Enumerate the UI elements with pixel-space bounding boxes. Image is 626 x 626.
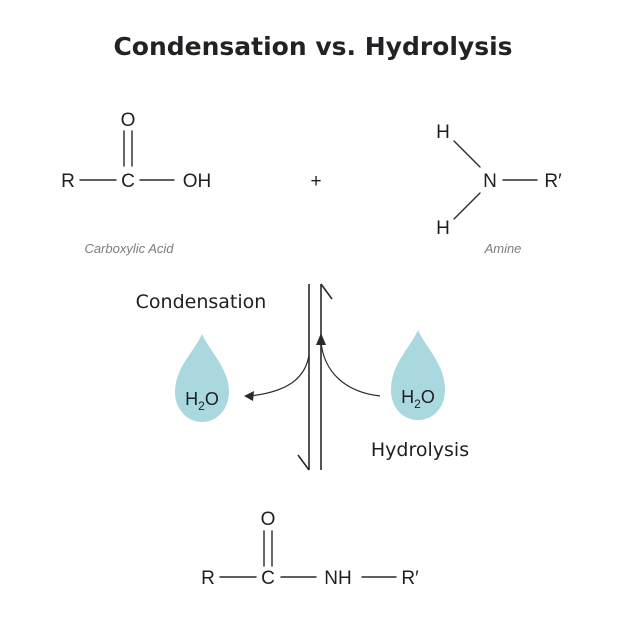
- water-drop-right-shape: [391, 330, 445, 420]
- hydrolysis-label: Hydrolysis: [371, 439, 469, 461]
- amide-c-atom: C: [261, 568, 275, 589]
- carboxylic-acid-structure: R C OH O Carboxylic Acid: [61, 110, 211, 256]
- water-uptake-arrow: [316, 333, 381, 397]
- amide-o-atom: O: [261, 509, 276, 530]
- acid-o-atom: O: [121, 110, 136, 131]
- water-drop-left-shape: [175, 334, 229, 422]
- amine-r-prime-atom: R′: [544, 171, 562, 192]
- plus-sign: +: [310, 171, 321, 192]
- forward-arrow-half-head: [297, 454, 310, 471]
- amide-r-prime-atom: R′: [401, 568, 419, 589]
- water-right-formula: H2O: [401, 387, 435, 411]
- water-drop-right: H2O: [391, 330, 445, 420]
- equilibrium-arrows: [297, 283, 333, 471]
- amine-structure: H N R′ H Amine: [436, 122, 562, 256]
- acid-oh-group: OH: [183, 171, 212, 192]
- amine-h-top-bond: [453, 140, 481, 168]
- acid-caption: Carboxylic Acid: [84, 241, 174, 256]
- water-drop-left: H2O: [175, 334, 229, 422]
- amine-n-atom: N: [483, 171, 497, 192]
- reverse-arrow-half-head: [320, 283, 333, 300]
- amine-h-top-atom: H: [436, 122, 450, 143]
- amine-caption: Amine: [484, 241, 522, 256]
- amine-h-bottom-bond: [453, 192, 481, 220]
- page-title: Condensation vs. Hydrolysis: [113, 32, 512, 61]
- amine-h-bottom-atom: H: [436, 218, 450, 239]
- amide-r-atom: R: [201, 568, 215, 589]
- condensation-label: Condensation: [136, 291, 267, 313]
- amide-structure: O R C NH R′: [201, 509, 419, 589]
- acid-r-atom: R: [61, 171, 75, 192]
- water-release-arrow: [244, 354, 310, 401]
- water-left-formula: H2O: [185, 389, 219, 413]
- amide-nh-group: NH: [324, 568, 351, 589]
- acid-c-atom: C: [121, 171, 135, 192]
